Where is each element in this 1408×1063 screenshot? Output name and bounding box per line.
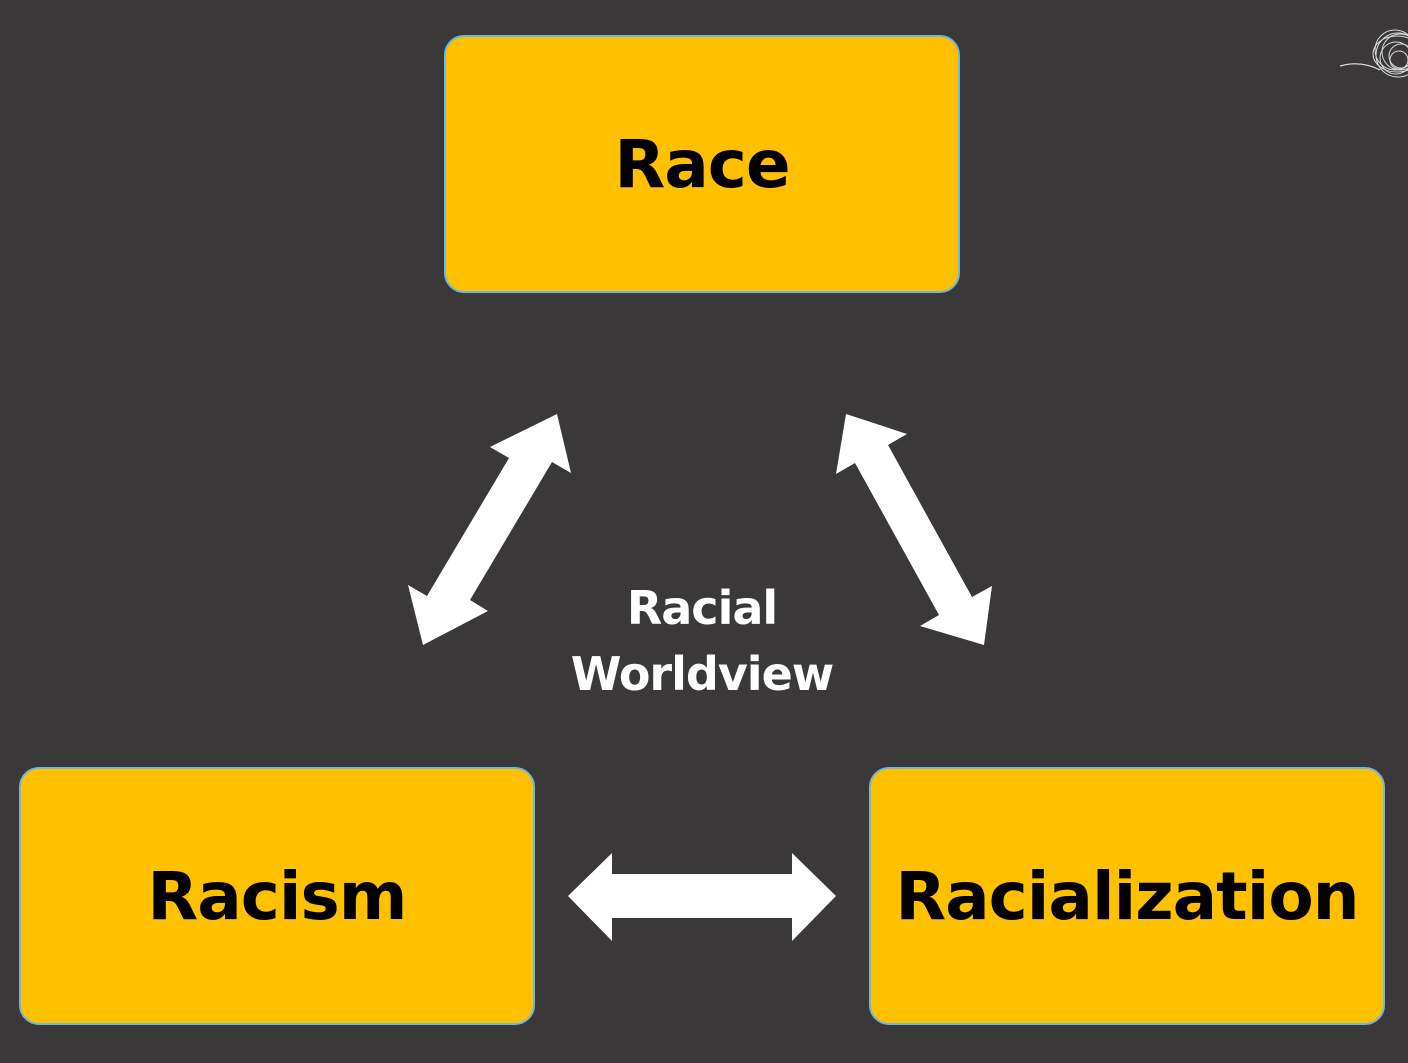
center-label-line1: Racial: [626, 581, 778, 635]
race-box: Race: [444, 35, 960, 293]
race-label: Race: [614, 125, 790, 203]
scribble-doodle-icon: [1340, 29, 1408, 78]
racialization-label: Racialization: [895, 857, 1359, 935]
arrow-race-racialization: [836, 414, 992, 645]
center-label-line2: Worldview: [570, 647, 835, 701]
center-label: Racial Worldview: [552, 575, 852, 707]
racism-label: Racism: [147, 857, 407, 935]
racialization-box: Racialization: [869, 767, 1385, 1025]
arrow-racism-racialization: [568, 853, 836, 941]
arrow-racism-race: [408, 414, 571, 645]
racism-box: Racism: [19, 767, 535, 1025]
